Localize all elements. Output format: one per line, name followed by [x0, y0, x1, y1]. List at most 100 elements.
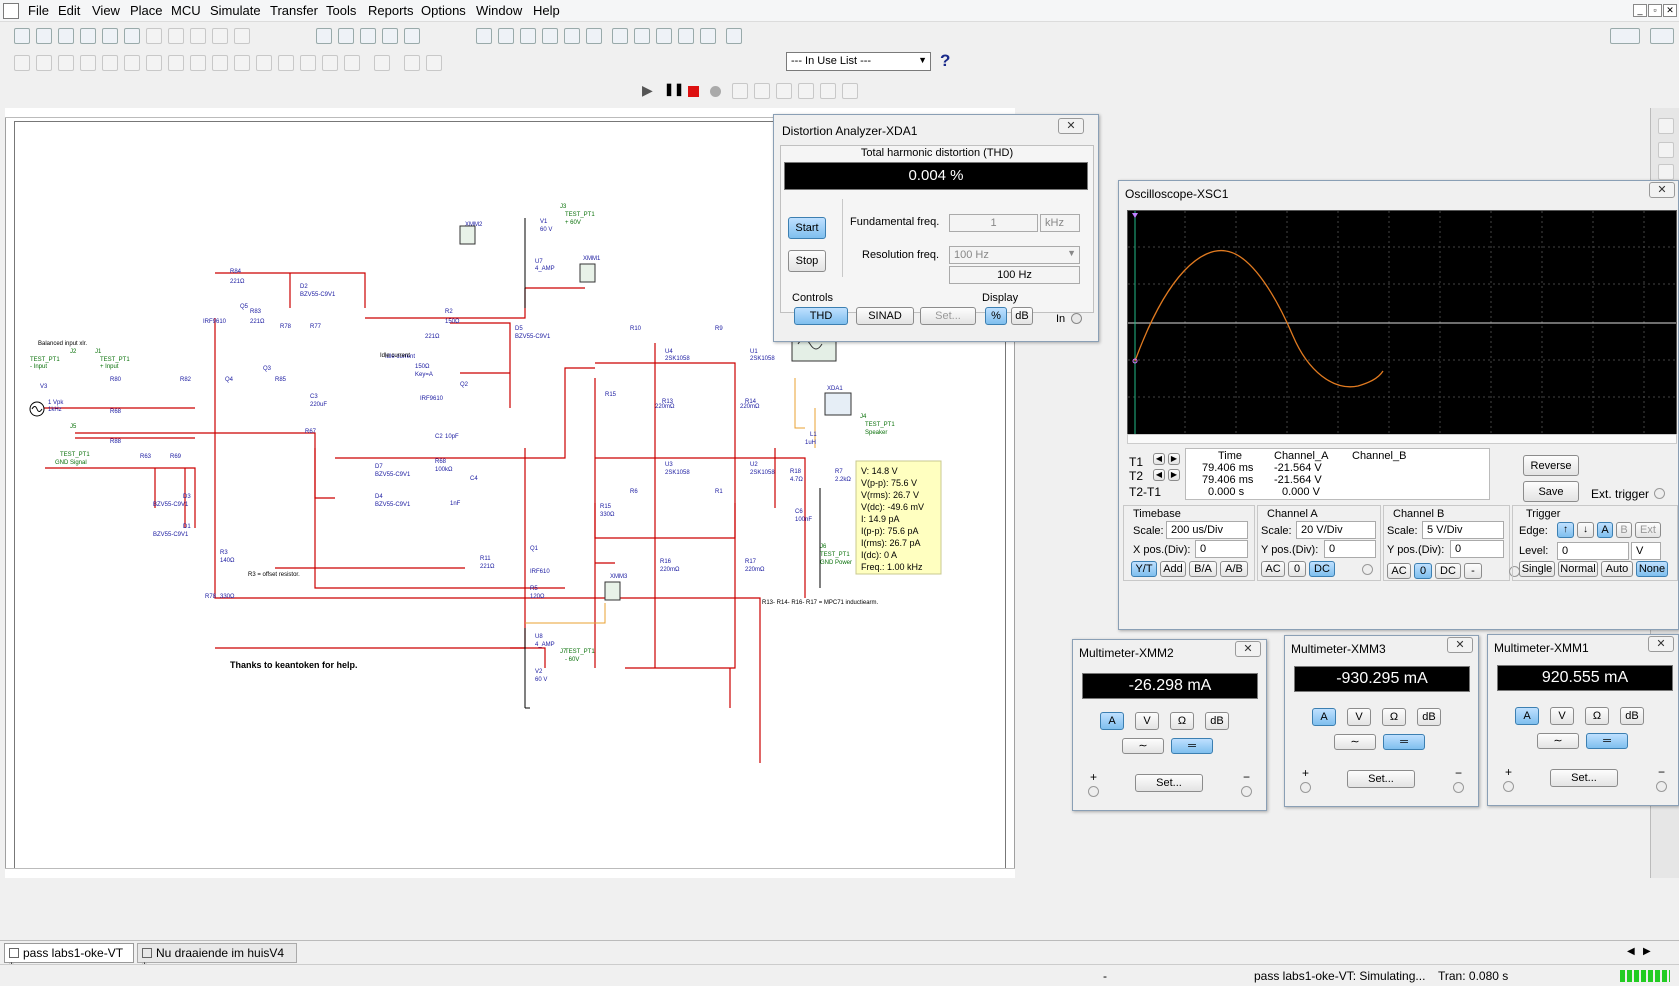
level-unit[interactable]: V — [1631, 542, 1661, 560]
resolution-freq-select[interactable]: 100 Hz▼ — [949, 246, 1080, 264]
bus-icon[interactable] — [374, 55, 390, 71]
scope-scrollbar[interactable] — [1127, 434, 1677, 444]
dc-mode-icon[interactable]: ═ — [1171, 738, 1213, 754]
save-icon[interactable] — [80, 28, 96, 44]
menu-mcu[interactable]: MCU — [171, 3, 201, 18]
print-icon[interactable] — [102, 28, 118, 44]
electromech-icon[interactable] — [300, 55, 316, 71]
stop-button[interactable]: Stop — [788, 250, 826, 272]
menu-edit[interactable]: Edit — [58, 3, 81, 18]
reverse-button[interactable]: Reverse — [1523, 455, 1579, 476]
tab-scroll-right-icon[interactable]: ▶ — [1643, 946, 1651, 957]
netlist-icon[interactable] — [678, 28, 694, 44]
rising-edge-icon[interactable]: ↑ — [1557, 522, 1574, 538]
hierarchy-icon[interactable] — [344, 55, 360, 71]
single-button[interactable]: Single — [1519, 561, 1555, 577]
menu-place[interactable]: Place — [130, 3, 163, 18]
open-icon[interactable] — [36, 28, 52, 44]
power-icon[interactable] — [256, 55, 272, 71]
cha-ac-button[interactable]: AC — [1261, 561, 1285, 577]
cha-ypos-input[interactable]: 0 — [1324, 540, 1376, 558]
zoom-fit-icon[interactable] — [404, 28, 420, 44]
ba-button[interactable]: B/A — [1189, 561, 1217, 577]
tb-scale-input[interactable]: 200 us/Div — [1166, 521, 1248, 539]
set-button[interactable]: Set... — [920, 307, 976, 325]
dock-icon[interactable] — [1658, 142, 1674, 158]
ab-button[interactable]: A/B — [1220, 561, 1248, 577]
menu-options[interactable]: Options — [421, 3, 466, 18]
t1-right-arrow-icon[interactable]: ▶ — [1168, 453, 1180, 465]
dc-mode-icon[interactable]: ═ — [1383, 734, 1425, 750]
set-button[interactable]: Set... — [1135, 774, 1203, 792]
tb-xpos-input[interactable]: 0 — [1195, 540, 1248, 558]
step-out-icon[interactable] — [776, 83, 792, 99]
in-use-list-select[interactable]: --- In Use List ---▼ — [786, 52, 931, 71]
rf-icon[interactable] — [322, 55, 338, 71]
cha-dc-button[interactable]: DC — [1309, 561, 1335, 577]
app-icon[interactable] — [3, 3, 19, 19]
scope-screen[interactable] — [1127, 210, 1677, 436]
menu-transfer[interactable]: Transfer — [270, 3, 318, 18]
menu-window[interactable]: Window — [476, 3, 523, 18]
misc-icon[interactable] — [278, 55, 294, 71]
graph-icon[interactable] — [586, 28, 602, 44]
ac-mode-icon[interactable]: ∼ — [1122, 738, 1164, 754]
diode-icon[interactable] — [58, 55, 74, 71]
tab-pass-labs[interactable]: pass labs1-oke-VT * — [4, 943, 134, 974]
wire-icon[interactable] — [426, 55, 442, 71]
postprocessor-icon[interactable] — [612, 28, 628, 44]
db-button[interactable]: dB — [1417, 708, 1441, 726]
ac-mode-icon[interactable]: ∼ — [1537, 733, 1579, 749]
chb-scale-input[interactable]: 5 V/Div — [1422, 521, 1504, 539]
plus-terminal-icon[interactable] — [1088, 786, 1099, 797]
none-button[interactable]: None — [1636, 561, 1668, 577]
db-button[interactable]: dB — [1011, 307, 1033, 325]
dock-icon[interactable] — [1658, 164, 1674, 180]
tab-scroll-left-icon[interactable]: ◀ — [1627, 946, 1635, 957]
fundamental-freq-input[interactable]: 1 — [949, 214, 1038, 232]
zoom-in-icon[interactable] — [338, 28, 354, 44]
t1-left-arrow-icon[interactable]: ◀ — [1153, 453, 1165, 465]
falling-edge-icon[interactable]: ↓ — [1577, 522, 1594, 538]
save-button[interactable]: Save — [1523, 481, 1579, 502]
ohmmeter-button[interactable]: Ω — [1170, 712, 1194, 730]
t2-right-arrow-icon[interactable]: ▶ — [1168, 469, 1180, 481]
plus-terminal-icon[interactable] — [1503, 781, 1514, 792]
set-button[interactable]: Set... — [1550, 769, 1618, 787]
voltmeter-button[interactable]: V — [1550, 707, 1574, 725]
yt-button[interactable]: Y/T — [1131, 561, 1157, 577]
stop-icon[interactable] — [688, 86, 699, 97]
voltmeter-button[interactable]: V — [1135, 712, 1159, 730]
transistor-icon[interactable] — [80, 55, 96, 71]
step-over-icon[interactable] — [754, 83, 770, 99]
menu-tools[interactable]: Tools — [326, 3, 357, 18]
minus-terminal-icon[interactable] — [1453, 782, 1464, 793]
plus-terminal-icon[interactable] — [1300, 782, 1311, 793]
cha-scale-input[interactable]: 20 V/Div — [1296, 521, 1376, 539]
grid-icon[interactable] — [542, 28, 558, 44]
close-icon[interactable]: ✕ — [1058, 118, 1084, 134]
print-preview-icon[interactable] — [124, 28, 140, 44]
toggle-breakpoint-icon[interactable] — [820, 83, 836, 99]
capture-icon[interactable] — [656, 28, 672, 44]
minus-terminal-icon[interactable] — [1656, 781, 1667, 792]
layout-icon[interactable] — [1610, 28, 1640, 44]
forward-annotate-icon[interactable] — [726, 28, 742, 44]
chb-minus-button[interactable]: - — [1464, 563, 1482, 579]
add-button[interactable]: Add — [1160, 561, 1186, 577]
ammeter-button[interactable]: A — [1100, 712, 1124, 730]
dc-mode-icon[interactable]: ═ — [1586, 733, 1628, 749]
close-icon[interactable]: ✕ — [1663, 4, 1677, 17]
db-button[interactable]: dB — [1205, 712, 1229, 730]
close-icon[interactable]: ✕ — [1447, 637, 1473, 653]
minus-terminal-icon[interactable] — [1241, 786, 1252, 797]
menu-reports[interactable]: Reports — [368, 3, 414, 18]
trigger-b-button[interactable]: B — [1616, 522, 1632, 538]
minimize-icon[interactable]: _ — [1633, 4, 1647, 17]
chb-ac-button[interactable]: AC — [1387, 563, 1411, 579]
run-icon[interactable]: ▶ — [642, 82, 653, 98]
restore-icon[interactable]: ▫ — [1648, 4, 1662, 17]
ac-mode-icon[interactable]: ∼ — [1334, 734, 1376, 750]
cut-icon[interactable] — [146, 28, 162, 44]
